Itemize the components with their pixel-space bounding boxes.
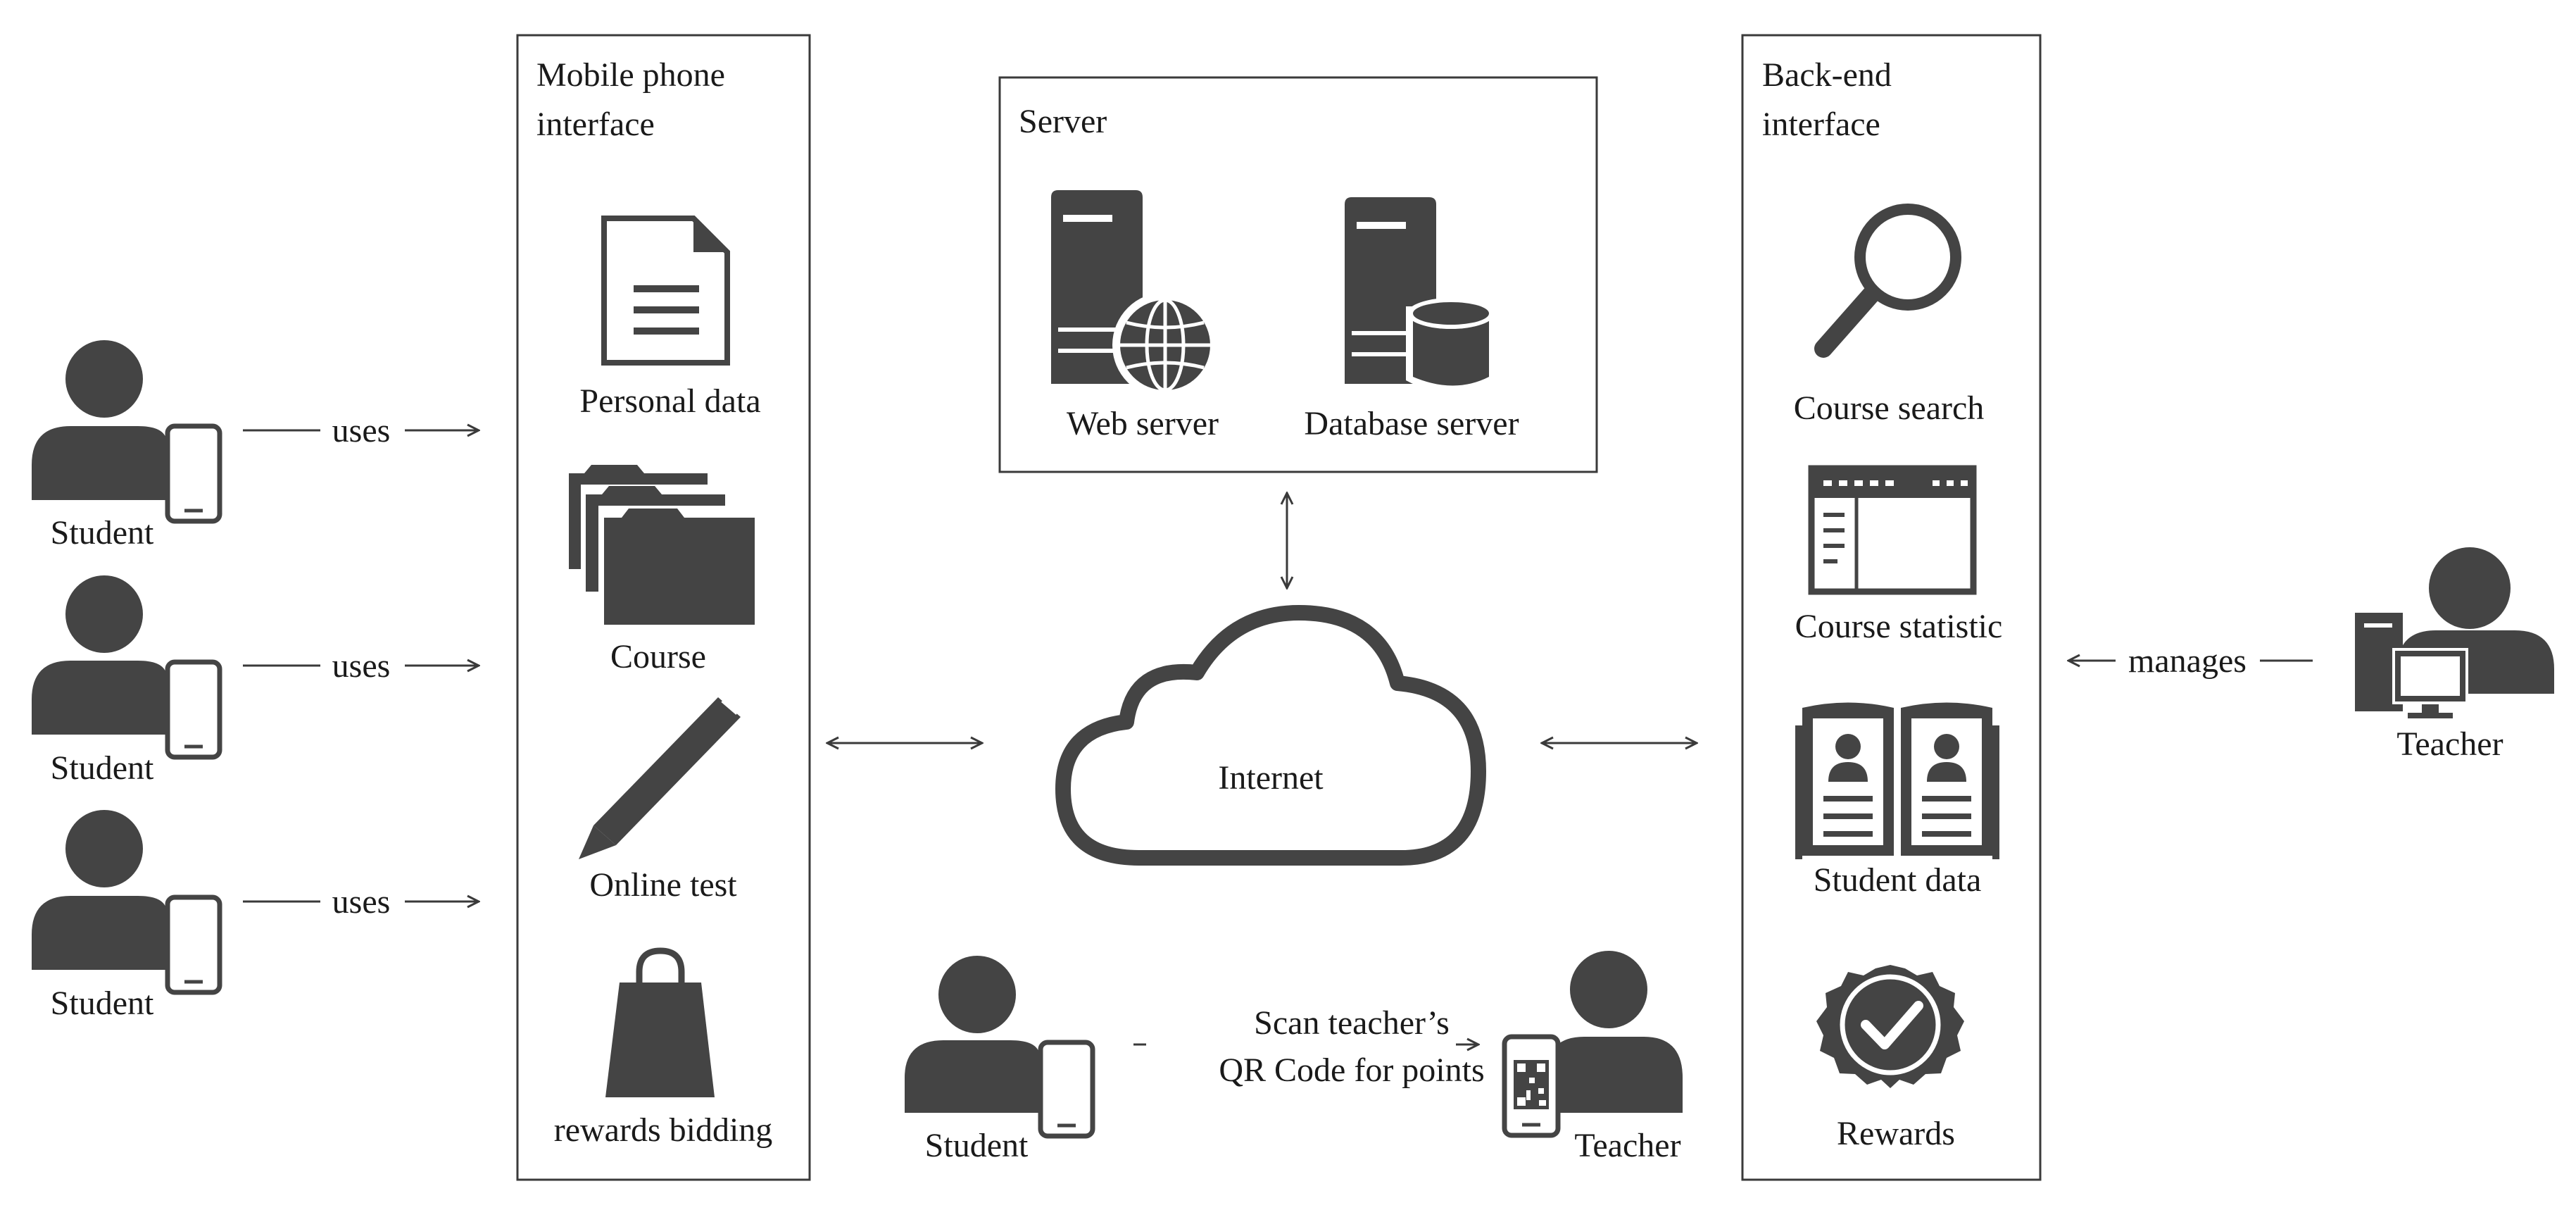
teacher-at-computer-icon — [2355, 547, 2554, 718]
internet-label: Internet — [1218, 759, 1324, 797]
course-label: Course — [610, 638, 706, 675]
course-statistic-label: Course statistic — [1795, 608, 2003, 645]
document-icon — [601, 216, 730, 366]
back-end-interface-panel: Back-end interface Course search — [1741, 34, 2042, 1181]
mobile-phone-interface-panel: Mobile phone interface Personal data Cou… — [516, 34, 811, 1181]
course-search-label: Course search — [1794, 389, 1985, 427]
mobile-panel-title-line2: interface — [536, 106, 655, 143]
database-server-label: Database server — [1304, 405, 1519, 442]
qr-caption-line2: QR Code for points — [1219, 1052, 1484, 1089]
uses-edge-label: uses — [332, 883, 391, 921]
qr-caption-line1: Scan teacher’s — [1254, 1004, 1450, 1042]
teacher-with-qr-phone-icon — [1502, 951, 1683, 1138]
student-with-phone-icon — [32, 810, 222, 995]
student-user-1: Student uses — [32, 340, 479, 551]
teacher-label: Teacher — [2396, 725, 2503, 763]
shopping-bag-icon — [605, 947, 715, 1097]
student-user-3: Student uses — [32, 810, 479, 1022]
pencil-icon — [579, 697, 741, 859]
student-user-2: Student uses — [32, 575, 479, 787]
student-with-phone-icon — [905, 956, 1095, 1139]
database-server-icon — [1345, 197, 1496, 391]
online-test-label: Online test — [589, 866, 737, 904]
book-icon — [1795, 702, 1999, 859]
uses-edge-label: uses — [332, 647, 391, 685]
backend-panel-title-line1: Back-end — [1762, 56, 1892, 94]
qr-scan-flow: Student Scan teacher’s QR Code for point… — [905, 951, 1683, 1164]
uses-edge-label: uses — [332, 412, 391, 449]
cloud-icon — [1055, 605, 1486, 866]
window-icon — [1808, 465, 1977, 595]
student-with-phone-icon — [32, 340, 222, 524]
teacher-user: manages Teacher — [2068, 547, 2554, 763]
mobile-panel-title-line1: Mobile phone — [536, 56, 725, 94]
web-server-icon — [1051, 190, 1218, 398]
student-label: Student — [51, 514, 154, 551]
rewards-bidding-label: rewards bidding — [554, 1111, 773, 1149]
badge-icon — [1816, 965, 1964, 1088]
student-with-phone-icon — [32, 575, 222, 760]
backend-panel-title-line2: interface — [1762, 106, 1880, 143]
folders-icon — [569, 465, 755, 625]
student-data-label: Student data — [1814, 861, 1982, 899]
web-server-label: Web server — [1067, 405, 1219, 442]
student-label: Student — [51, 749, 154, 787]
magnifier-icon — [1814, 204, 1961, 358]
manages-edge-label: manages — [2128, 642, 2247, 680]
rewards-label: Rewards — [1837, 1115, 1955, 1152]
personal-data-label: Personal data — [579, 382, 760, 420]
qr-student-label: Student — [925, 1127, 1029, 1164]
server-panel: Server Web server — [998, 76, 1598, 473]
server-panel-title: Server — [1019, 103, 1107, 140]
student-label: Student — [51, 985, 154, 1022]
qr-teacher-label: Teacher — [1574, 1127, 1680, 1164]
